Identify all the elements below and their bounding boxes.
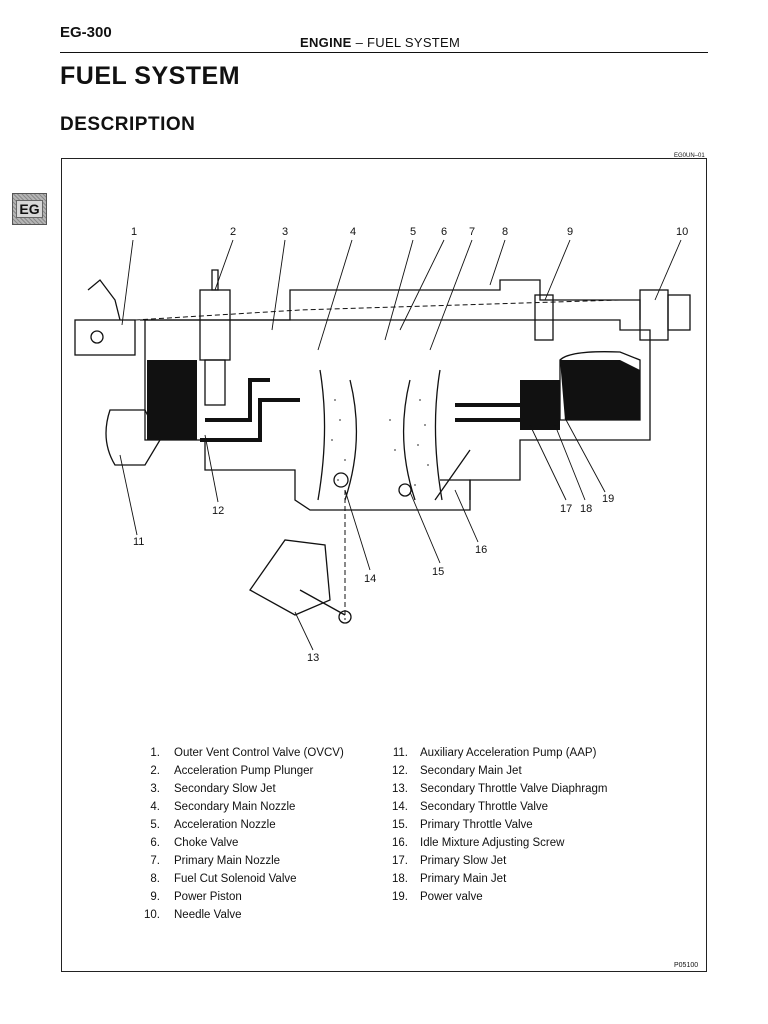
legend-label: Auxiliary Acceleration Pump (AAP)	[420, 747, 597, 759]
legend-number: 5.	[150, 819, 160, 831]
legend-item: 14. Secondary Throttle Valve	[386, 798, 608, 816]
legend-number: 15.	[392, 819, 408, 831]
figure-frame	[61, 158, 707, 972]
legend-item: 2. Acceleration Pump Plunger	[132, 762, 344, 780]
legend-number: 7.	[150, 855, 160, 867]
page-title: FUEL SYSTEM	[60, 62, 241, 90]
legend-right-column: 11. Auxiliary Acceleration Pump (AAP) 12.…	[386, 744, 608, 906]
figure-code-bottom: P05100	[674, 962, 699, 969]
legend-label: Idle Mixture Adjusting Screw	[420, 837, 565, 849]
callout-11: 11	[133, 536, 144, 548]
callout-18: 18	[580, 503, 592, 515]
callout-12: 12	[212, 505, 224, 517]
legend-label: Power valve	[420, 891, 483, 903]
legend-number: 3.	[150, 783, 160, 795]
callout-8: 8	[502, 226, 508, 238]
legend-number: 17.	[392, 855, 408, 867]
legend-item: 3. Secondary Slow Jet	[132, 780, 344, 798]
callout-1: 1	[131, 226, 137, 238]
section-heading: DESCRIPTION	[60, 114, 196, 135]
section-name: ENGINE	[300, 35, 352, 50]
callout-3: 3	[282, 226, 288, 238]
callout-14: 14	[364, 573, 376, 585]
legend-item: 11. Auxiliary Acceleration Pump (AAP)	[386, 744, 608, 762]
legend-number: 8.	[150, 873, 160, 885]
legend-number: 6.	[150, 837, 160, 849]
legend-label: Acceleration Pump Plunger	[174, 765, 314, 777]
legend-left-column: 1. Outer Vent Control Valve (OVCV) 2. Acce…	[132, 744, 344, 924]
callout-16: 16	[475, 544, 487, 556]
callout-9: 9	[567, 226, 573, 238]
legend-item: 4. Secondary Main Nozzle	[132, 798, 344, 816]
legend-item: 6. Choke Valve	[132, 834, 344, 852]
legend-item: 10. Needle Valve	[132, 906, 344, 924]
legend-number: 2.	[150, 765, 160, 777]
legend-number: 9.	[150, 891, 160, 903]
legend-item: 5. Acceleration Nozzle	[132, 816, 344, 834]
legend-label: Primary Throttle Valve	[420, 819, 533, 831]
legend-number: 12.	[392, 765, 408, 777]
page-number: EG-300	[60, 24, 112, 41]
legend-label: Fuel Cut Solenoid Valve	[174, 873, 297, 885]
legend-label: Secondary Main Nozzle	[174, 801, 296, 813]
legend-item: 12. Secondary Main Jet	[386, 762, 608, 780]
legend-label: Primary Main Jet	[420, 873, 507, 885]
callout-7: 7	[469, 226, 475, 238]
legend-item: 13. Secondary Throttle Valve Diaphragm	[386, 780, 608, 798]
legend-number: 16.	[392, 837, 408, 849]
callout-15: 15	[432, 566, 444, 578]
side-tab: EG	[12, 193, 47, 225]
callout-19: 19	[602, 493, 614, 505]
callout-10: 10	[676, 226, 688, 238]
callout-13: 13	[307, 652, 319, 664]
legend-label: Secondary Main Jet	[420, 765, 522, 777]
legend-number: 13.	[392, 783, 408, 795]
legend-label: Outer Vent Control Valve (OVCV)	[174, 747, 344, 759]
legend-number: 1.	[150, 747, 160, 759]
legend-item: 9. Power Piston	[132, 888, 344, 906]
legend-number: 11.	[392, 747, 408, 759]
legend-number: 4.	[150, 801, 160, 813]
callout-17: 17	[560, 503, 572, 515]
callout-5: 5	[410, 226, 416, 238]
legend-label: Power Piston	[174, 891, 242, 903]
legend-item: 17. Primary Slow Jet	[386, 852, 608, 870]
legend-label: Choke Valve	[174, 837, 239, 849]
carburetor-diagram: 1 2 3 4 5 6 7 8 9 10 11 12 13 14 15 16 1…	[74, 226, 691, 664]
legend-label: Needle Valve	[174, 909, 242, 921]
legend-label: Acceleration Nozzle	[174, 819, 276, 831]
legend-label: Secondary Throttle Valve	[420, 801, 549, 813]
header-rule	[60, 52, 708, 53]
legend-item: 7. Primary Main Nozzle	[132, 852, 344, 870]
running-header: ENGINE – FUEL SYSTEM	[300, 35, 460, 50]
legend-item: 16. Idle Mixture Adjusting Screw	[386, 834, 608, 852]
legend-label: Primary Main Nozzle	[174, 855, 281, 867]
subsection-name: FUEL SYSTEM	[367, 35, 461, 50]
legend-number: 19.	[392, 891, 408, 903]
legend-label: Primary Slow Jet	[420, 855, 507, 867]
legend-item: 19. Power valve	[386, 888, 608, 906]
callout-4: 4	[350, 226, 356, 238]
legend-label: Secondary Throttle Valve Diaphragm	[420, 783, 608, 795]
legend-item: 15. Primary Throttle Valve	[386, 816, 608, 834]
header-separator: –	[355, 35, 364, 50]
legend-item: 18. Primary Main Jet	[386, 870, 608, 888]
legend-number: 18.	[392, 873, 408, 885]
callout-6: 6	[441, 226, 447, 238]
callout-2: 2	[230, 226, 236, 238]
side-tab-label: EG	[16, 200, 43, 218]
legend-label: Secondary Slow Jet	[174, 783, 276, 795]
legend-number: 10.	[144, 909, 160, 921]
figure-code-top: EG0UN–01	[674, 153, 705, 159]
legend-item: 1. Outer Vent Control Valve (OVCV)	[132, 744, 344, 762]
legend-number: 14.	[392, 801, 408, 813]
legend-item: 8. Fuel Cut Solenoid Valve	[132, 870, 344, 888]
callout-labels: 1 2 3 4 5 6 7 8 9 10 11 12 13 14 15 16 1…	[131, 226, 688, 664]
